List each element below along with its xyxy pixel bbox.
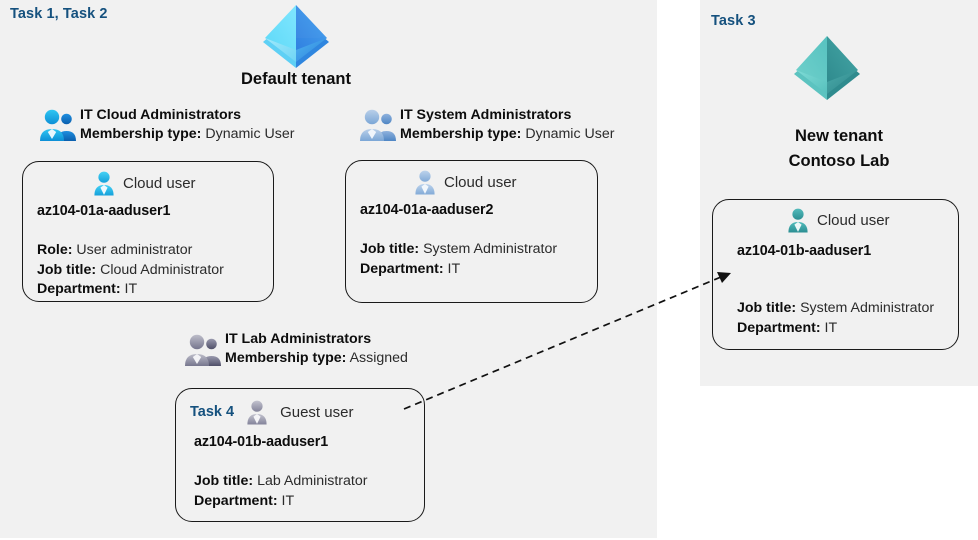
group-name: IT Lab Administrators [225, 331, 372, 347]
new-tenant-label-line2: Contoso Lab [788, 152, 890, 170]
property-value: System Administrator [800, 300, 935, 316]
property-label: Job title: [37, 261, 97, 278]
card-property-row: Department: IT [360, 260, 557, 280]
user-card-az104-01a-aaduser2[interactable]: Cloud user az104-01a-aaduser2 Job title:… [345, 160, 598, 303]
card-property-row: Department: IT [737, 319, 934, 339]
card-properties: Job title: System Administrator Departme… [737, 299, 934, 338]
guest-user-icon [244, 399, 270, 425]
group-membership-type: Membership type: Assigned [225, 348, 408, 368]
card-property-row: Role: User administrator [37, 241, 224, 261]
membership-type-value: Dynamic User [205, 126, 295, 142]
card-account-name: az104-01a-aaduser1 [37, 203, 171, 219]
property-label: Job title: [737, 300, 797, 316]
membership-type-value: Assigned [349, 350, 408, 366]
card-property-row: Job title: System Administrator [360, 240, 557, 260]
task-tag-3: Task 3 [711, 13, 756, 29]
property-value: IT [281, 492, 295, 509]
property-label: Role: [37, 242, 73, 258]
property-label: Job title: [194, 473, 254, 489]
membership-type-label: Membership type: [225, 350, 347, 366]
card-header: Cloud user [785, 207, 890, 233]
group-it-lab-administrators: IT Lab Administrators Membership type: A… [225, 330, 408, 368]
card-kind-label: Cloud user [123, 174, 196, 192]
cloud-user-icon [412, 169, 438, 195]
user-card-az104-01b-aaduser1-cloud[interactable]: Cloud user az104-01b-aaduser1 Job title:… [712, 199, 959, 350]
membership-type-value: Dynamic User [525, 126, 615, 142]
card-account-name: az104-01a-aaduser2 [360, 202, 494, 218]
card-properties: Job title: Lab Administrator Department:… [194, 472, 367, 511]
card-property-row: Department: IT [194, 492, 367, 512]
user-card-az104-01a-aaduser1[interactable]: Cloud user az104-01a-aaduser1 Role: User… [22, 161, 274, 302]
card-kind-label: Cloud user [444, 173, 517, 191]
card-header: Cloud user [91, 170, 196, 196]
cloud-user-icon [91, 170, 117, 196]
group-users-icon-it-cloud-administrators [38, 108, 78, 142]
card-account-name: az104-01b-aaduser1 [194, 434, 329, 450]
group-it-cloud-administrators: IT Cloud Administrators Membership type:… [80, 106, 294, 144]
property-value: Lab Administrator [257, 473, 368, 489]
default-tenant-label: Default tenant [240, 70, 351, 88]
property-value: User administrator [76, 242, 193, 258]
card-account-name: az104-01b-aaduser1 [737, 243, 872, 259]
card-property-row: Job title: Cloud Administrator [37, 261, 224, 281]
card-header: Cloud user [412, 169, 517, 195]
group-name: IT System Administrators [400, 107, 572, 123]
card-kind-label: Cloud user [817, 211, 890, 229]
task-tag-4: Task 4 [190, 404, 235, 420]
property-label: Department: [737, 319, 821, 336]
azure-ad-tenant-icon-new [789, 32, 865, 100]
card-kind-label: Guest user [280, 403, 354, 421]
membership-type-label: Membership type: [80, 126, 202, 142]
group-users-icon-it-lab-administrators [183, 333, 223, 367]
card-properties: Job title: System Administrator Departme… [360, 240, 557, 279]
task-tag-1-2: Task 1, Task 2 [10, 6, 108, 22]
group-it-system-administrators: IT System Administrators Membership type… [400, 106, 614, 144]
property-label: Department: [194, 492, 278, 509]
property-label: Department: [37, 281, 121, 297]
new-tenant-label-line1: New tenant [794, 127, 883, 145]
azure-ad-tenant-icon-default [257, 2, 335, 68]
group-users-icon-it-system-administrators [358, 108, 398, 142]
card-property-row: Job title: Lab Administrator [194, 472, 367, 492]
property-value: IT [447, 260, 461, 277]
property-value: IT [124, 281, 138, 297]
property-value: System Administrator [423, 241, 558, 257]
card-header: Task 4 Guest user [190, 399, 353, 425]
membership-type-label: Membership type: [400, 126, 522, 142]
card-property-row: Job title: System Administrator [737, 299, 934, 319]
user-card-az104-01b-aaduser1-guest[interactable]: Task 4 Guest user az104-01b-aaduser1 Job… [175, 388, 425, 522]
cloud-user-icon [785, 207, 811, 233]
property-value: Cloud Administrator [100, 261, 224, 278]
group-name: IT Cloud Administrators [80, 107, 242, 123]
card-properties: Role: User administrator Job title: Clou… [37, 241, 224, 300]
property-label: Department: [360, 260, 444, 277]
property-label: Job title: [360, 241, 420, 257]
card-property-row: Department: IT [37, 280, 224, 300]
group-membership-type: Membership type: Dynamic User [80, 124, 294, 144]
group-membership-type: Membership type: Dynamic User [400, 124, 614, 144]
property-value: IT [824, 319, 838, 336]
